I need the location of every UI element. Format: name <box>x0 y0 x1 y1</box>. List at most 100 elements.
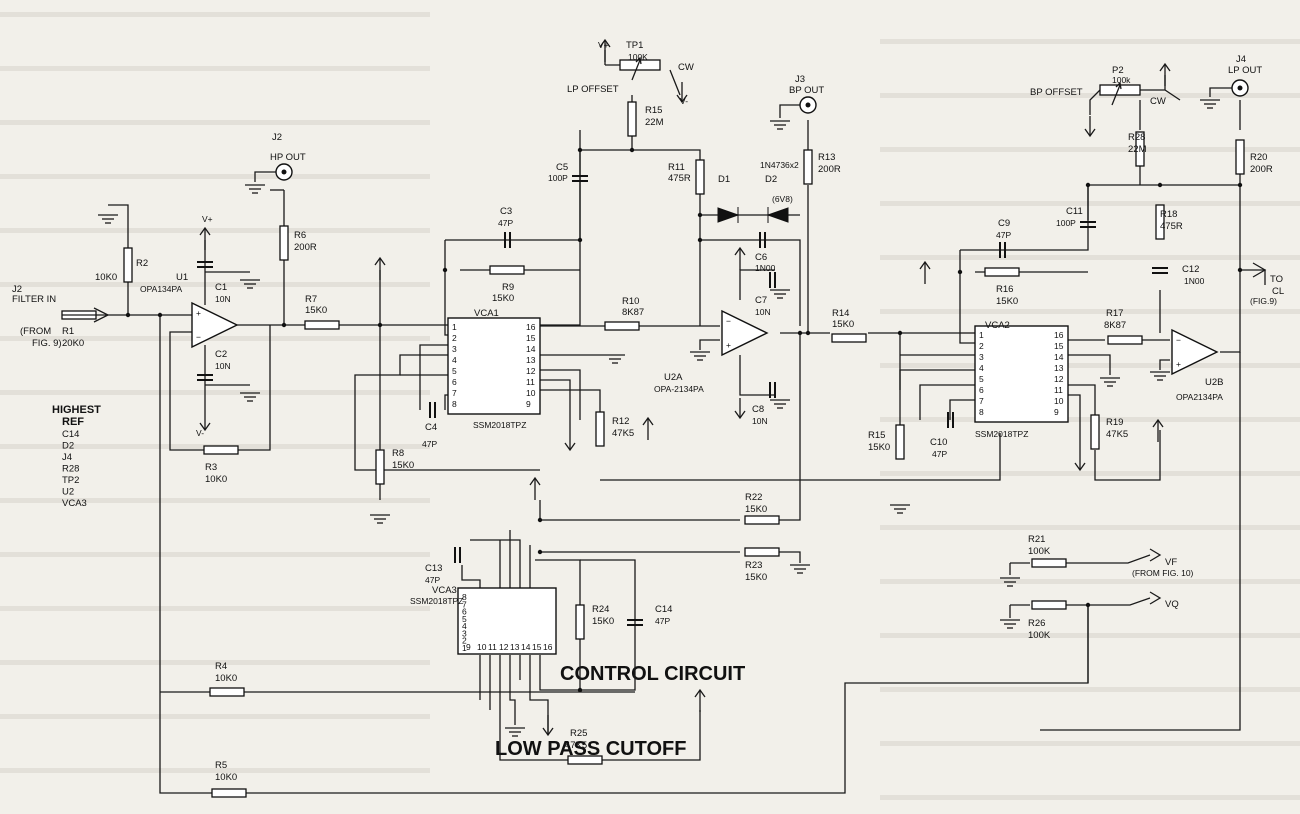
bleed-text-line <box>0 66 430 71</box>
label-r8: R8 <box>392 448 404 459</box>
c12-capacitor <box>1152 267 1168 274</box>
junction-dot <box>797 330 803 336</box>
label-bp_out: BP OUT <box>789 85 824 96</box>
bleed-text-line <box>880 201 1300 206</box>
bleed-text-line <box>0 390 430 395</box>
bleed-text-line <box>0 552 430 557</box>
d2-zener-diode <box>766 207 789 223</box>
label-c1v: 10N <box>215 294 231 304</box>
label-ssm: SSM2018TPZ <box>975 429 1028 439</box>
to-cl-connector <box>1252 262 1267 278</box>
ground-vca1 <box>605 354 625 364</box>
bleed-text-line <box>0 714 430 719</box>
ref-list-item: TP2 <box>62 475 79 486</box>
label-c14: C14 <box>655 604 672 615</box>
r4-resistor <box>209 687 245 697</box>
label-r18: R18 <box>1160 209 1177 220</box>
svg-text:4: 4 <box>452 355 457 365</box>
junction-dot <box>629 147 635 153</box>
svg-text:8: 8 <box>462 592 467 602</box>
ground-r2 <box>98 214 118 224</box>
bleed-text-line <box>880 147 1300 152</box>
label-r6v: 200R <box>294 242 317 253</box>
label-filter_in: FILTER IN <box>12 294 56 305</box>
label-c6: C6 <box>755 252 767 263</box>
label-from: (FROM <box>20 326 51 337</box>
junction-dot <box>125 312 131 318</box>
label-r2v: 10K0 <box>95 272 117 283</box>
label-r19: R19 <box>1106 417 1123 428</box>
r10-resistor <box>604 321 640 331</box>
label-r21: R21 <box>1028 534 1045 545</box>
vplus-vca2 <box>919 260 931 284</box>
bleed-text-line <box>0 12 430 17</box>
ground-r23 <box>790 564 810 574</box>
label-j4: J4 <box>1236 54 1246 65</box>
bleed-text-line <box>880 795 1300 800</box>
bleed-text-line <box>0 336 430 341</box>
ground-u2a <box>690 351 710 361</box>
r15-resistor-22m <box>627 101 637 137</box>
label-r13v: 200R <box>818 164 841 175</box>
label-c9v: 47P <box>996 230 1011 240</box>
vf-connector <box>1149 548 1162 562</box>
svg-text:7: 7 <box>452 388 457 398</box>
svg-text:7: 7 <box>979 396 984 406</box>
label-vminus: V- <box>196 428 204 438</box>
u1-vplus <box>199 226 211 250</box>
label-r22: R22 <box>745 492 762 503</box>
svg-text:+: + <box>196 308 201 318</box>
label-highest: HIGHEST <box>52 404 101 416</box>
label-c2: C2 <box>215 349 227 360</box>
label-r20v: 200R <box>1250 164 1273 175</box>
label-u2bv: OPA2134PA <box>1176 392 1223 402</box>
label-c14v: 47P <box>655 616 670 626</box>
label-fig9b: (FIG.9) <box>1250 296 1277 306</box>
c6-capacitor <box>759 232 766 248</box>
svg-text:12: 12 <box>499 642 509 652</box>
label-r21v: 100K <box>1028 546 1051 557</box>
vplus-r25 <box>694 688 706 712</box>
label-r15b: R15 <box>868 430 885 441</box>
label-u1: U1 <box>176 272 188 283</box>
r17-resistor <box>1107 335 1143 345</box>
svg-text:14: 14 <box>1054 352 1064 362</box>
ground-c7 <box>770 289 790 299</box>
label-r24v: 15K0 <box>592 616 614 627</box>
junction-dot <box>697 237 703 243</box>
svg-text:−: − <box>196 332 201 342</box>
svg-text:4: 4 <box>462 621 467 631</box>
vplus-r19 <box>1152 418 1164 442</box>
bleed-text-line <box>880 525 1300 530</box>
label-r15bv: 15K0 <box>868 442 890 453</box>
label-bp_offset: BP OFFSET <box>1030 87 1083 98</box>
r28-resistor <box>1135 131 1145 167</box>
label-c2v: 10N <box>215 361 231 371</box>
c4-capacitor <box>429 402 436 418</box>
label-c13v: 47P <box>425 575 440 585</box>
label-c11: C11 <box>1066 206 1083 217</box>
label-r14v: 15K0 <box>832 319 854 330</box>
r3-resistor <box>203 445 239 455</box>
ground-j2 <box>245 184 265 194</box>
ref-list-item: C14 <box>62 429 79 440</box>
label-r26v: 100K <box>1028 630 1051 641</box>
bleed-text-line <box>880 417 1300 422</box>
label-ssm: SSM2018TPZ <box>410 596 463 606</box>
label-cw: CW <box>1150 96 1166 107</box>
c11-capacitor <box>1080 221 1096 228</box>
vminus-vca1 <box>564 430 576 452</box>
svg-text:12: 12 <box>1054 374 1064 384</box>
svg-text:3: 3 <box>979 352 984 362</box>
r26-resistor <box>1031 600 1067 610</box>
ref-list-item: R28 <box>62 464 79 475</box>
ground-j3 <box>770 120 790 130</box>
wires <box>108 50 1266 794</box>
label-r9v: 15K0 <box>492 293 514 304</box>
label-u1v: OPA134PA <box>140 284 183 294</box>
label-r2: R2 <box>136 258 148 269</box>
label-r4v: 10K0 <box>215 673 237 684</box>
r14-resistor <box>831 333 867 343</box>
